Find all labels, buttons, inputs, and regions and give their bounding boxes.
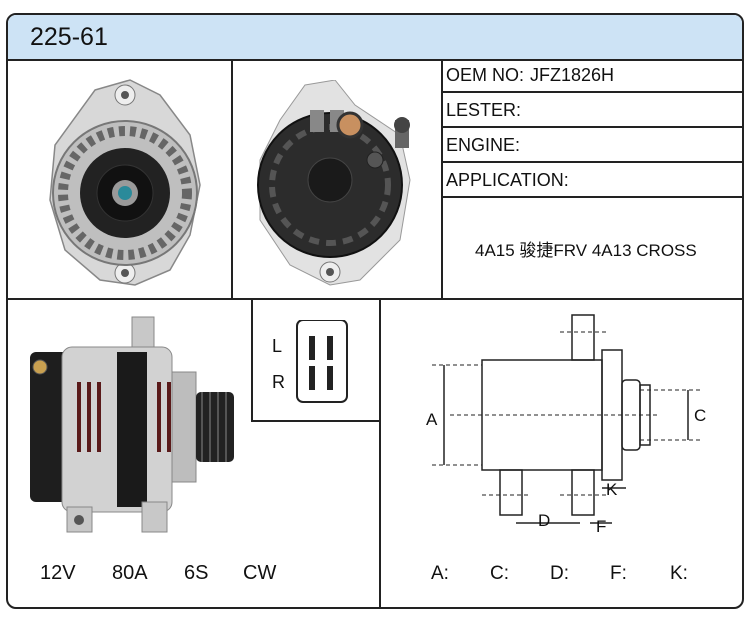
lester-label: LESTER:	[446, 100, 522, 120]
dimension-field-k: K:	[670, 563, 688, 584]
plug-pin-l-label: L	[272, 336, 283, 356]
plug-connector-diagram	[296, 320, 348, 403]
plug-pin-r-label: R	[272, 372, 285, 392]
grid-line	[379, 298, 381, 607]
dimension-field-f: F:	[610, 563, 627, 584]
grid-line	[251, 298, 253, 422]
diagram-label-k: K	[606, 480, 618, 499]
header-bar: 225-61	[8, 15, 742, 61]
grid-line	[441, 126, 742, 128]
alternator-front-image	[49, 79, 201, 286]
oem-value: JFZ1826H	[530, 65, 615, 85]
lester-row: LESTER:	[446, 100, 527, 121]
grid-line	[231, 59, 233, 300]
application-row: APPLICATION:	[446, 170, 569, 191]
dimension-drawing	[432, 314, 700, 524]
model-number: 225-61	[30, 23, 108, 51]
diagram-label-c: C	[694, 406, 707, 425]
engine-label: ENGINE:	[446, 135, 521, 155]
diagram-label-d: D	[538, 511, 551, 530]
spec-voltage: 12V	[40, 562, 76, 584]
dimension-field-c: C:	[490, 563, 509, 584]
engine-row: ENGINE:	[446, 135, 526, 156]
dimension-field-d: D:	[550, 563, 569, 584]
spec-amperage: 80A	[112, 562, 148, 584]
grid-line	[441, 196, 742, 198]
alternator-side-image	[30, 316, 234, 533]
oem-label: OEM NO:	[446, 65, 525, 85]
grid-line	[251, 420, 381, 422]
diagram-label-a: A	[426, 410, 438, 429]
application-label: APPLICATION:	[446, 170, 569, 190]
diagram-label-f: F	[596, 517, 607, 536]
application-value: 4A15 骏捷FRV 4A13 CROSS	[475, 241, 697, 260]
oem-row: OEM NO:JFZ1826H	[446, 65, 614, 86]
spec-rotation: CW	[243, 562, 277, 584]
grid-line	[441, 91, 742, 93]
grid-line	[441, 161, 742, 163]
dimension-field-a: A:	[431, 563, 449, 584]
alternator-rear-image	[257, 80, 411, 286]
spec-pulley: 6S	[184, 562, 209, 584]
grid-line	[441, 59, 443, 300]
grid-line	[8, 298, 742, 300]
